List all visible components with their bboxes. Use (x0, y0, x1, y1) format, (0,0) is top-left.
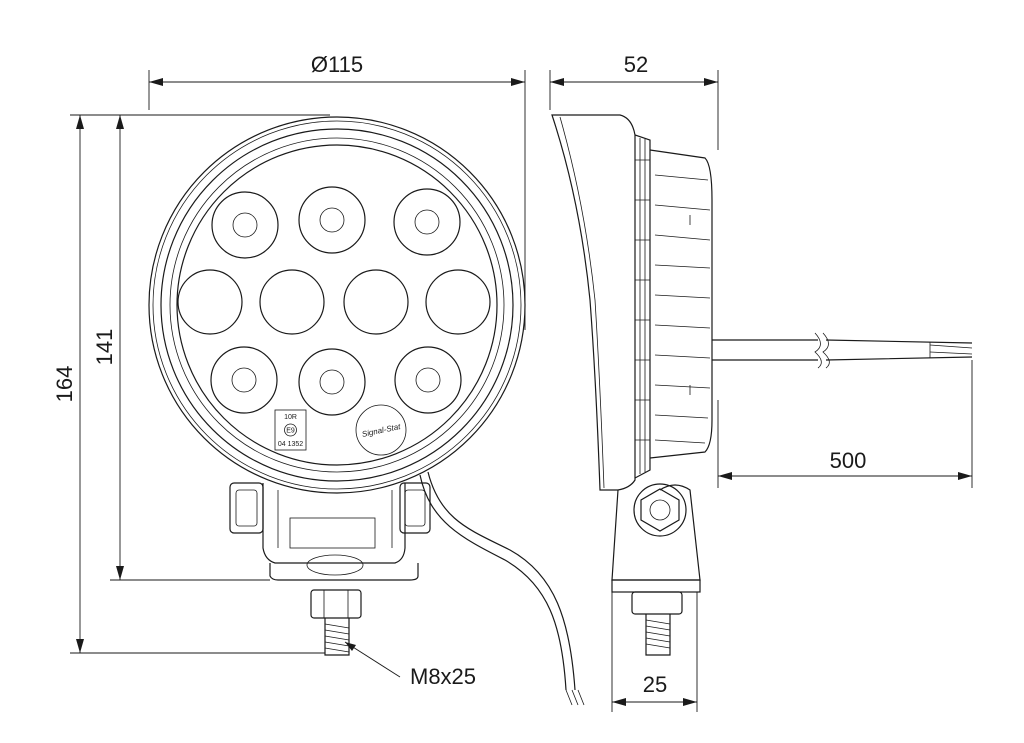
side-view (551, 114, 973, 656)
approval-label: 10R E9 04 1352 (274, 409, 307, 451)
label-approval-mark: E9 (286, 428, 295, 435)
cable-front (427, 471, 576, 691)
dim-bolt: M8x25 (410, 664, 476, 689)
label-approval-number: 04 1352 (278, 441, 303, 448)
cable-side (712, 332, 973, 369)
dim-cable-length: 500 (830, 448, 867, 473)
dim-depth: 52 (624, 52, 648, 77)
led-row-bottom (210, 346, 462, 416)
dim-body-height: 141 (92, 329, 117, 366)
front-view: 10R E9 04 1352 Signal-Stat (148, 116, 585, 706)
brand-logo: Signal-Stat (355, 404, 407, 456)
mounting-bracket-front (229, 482, 431, 581)
mounting-bracket-side (611, 483, 701, 656)
logo-text: Signal-Stat (361, 422, 402, 439)
cooling-fins (635, 149, 713, 459)
dim-diameter: Ø115 (311, 52, 363, 77)
dimension-lines: Ø115 52 164 141 500 25 (52, 52, 973, 712)
dim-bracket-width: 25 (643, 672, 667, 697)
dim-total-height: 164 (52, 366, 77, 403)
led-row-middle (177, 269, 491, 335)
label-class: 10R (284, 414, 297, 421)
bolt-front (310, 589, 362, 656)
led-row-top (211, 186, 461, 259)
